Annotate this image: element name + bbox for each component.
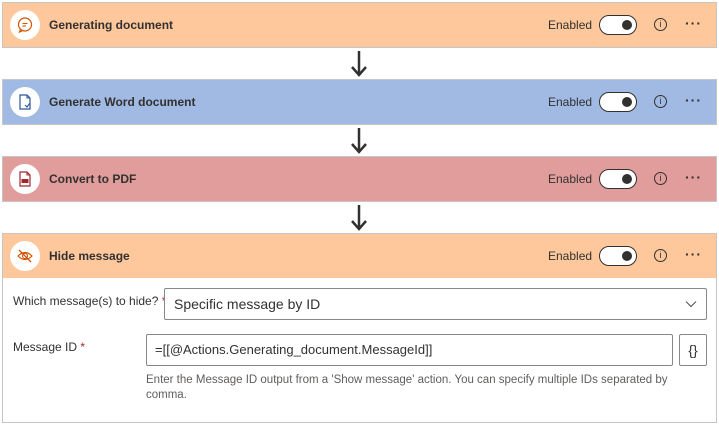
step-title: Generate Word document <box>49 95 196 109</box>
step-title: Convert to PDF <box>49 172 137 186</box>
step-header[interactable]: Hide message Enabled i ··· <box>3 234 716 278</box>
message-id-input[interactable]: =[[@Actions.Generating_document.MessageI… <box>146 334 673 366</box>
which-message-label-text: Which message(s) to hide? <box>13 294 159 308</box>
more-options-icon[interactable]: ··· <box>685 15 702 31</box>
info-icon[interactable]: i <box>654 18 667 31</box>
info-icon[interactable]: i <box>654 95 667 108</box>
toggle-knob <box>622 251 632 261</box>
step-title: Generating document <box>49 18 174 32</box>
step-card-convert-to-pdf: Convert to PDF Enabled i ··· <box>2 156 717 202</box>
message-id-label: Message ID * <box>13 340 85 354</box>
enabled-toggle[interactable] <box>599 246 637 266</box>
enabled-toggle[interactable] <box>599 15 637 35</box>
chat-bubble-icon <box>10 10 40 40</box>
toggle-knob <box>622 20 632 30</box>
enabled-toggle[interactable] <box>599 169 637 189</box>
step-card-hide-message: Hide message Enabled i ··· Which message… <box>2 233 717 423</box>
arrow-down-icon <box>351 128 367 154</box>
enabled-label: Enabled <box>548 172 593 186</box>
step-body: Which message(s) to hide? * Specific mes… <box>3 278 716 422</box>
toggle-knob <box>622 174 632 184</box>
step-card-generating-document: Generating document Enabled i ··· <box>2 2 717 48</box>
enabled-label: Enabled <box>548 18 593 32</box>
step-title: Hide message <box>49 249 130 263</box>
word-document-icon <box>10 87 40 117</box>
more-options-icon[interactable]: ··· <box>685 246 702 262</box>
info-icon[interactable]: i <box>654 249 667 262</box>
enabled-toggle[interactable] <box>599 92 637 112</box>
step-header[interactable]: Generating document Enabled i ··· <box>3 3 716 47</box>
step-card-generate-word-document: Generate Word document Enabled i ··· <box>2 79 717 125</box>
toggle-knob <box>622 97 632 107</box>
which-message-label: Which message(s) to hide? * <box>13 294 166 308</box>
which-message-selected-value: Specific message by ID <box>174 296 321 312</box>
step-header[interactable]: Convert to PDF Enabled i ··· <box>3 157 716 201</box>
which-message-dropdown[interactable]: Specific message by ID <box>164 288 707 320</box>
step-header[interactable]: Generate Word document Enabled i ··· <box>3 80 716 124</box>
message-id-label-text: Message ID <box>13 340 78 354</box>
arrow-down-icon <box>351 51 367 77</box>
more-options-icon[interactable]: ··· <box>685 92 702 108</box>
chevron-down-icon <box>685 301 697 308</box>
hidden-eye-icon <box>10 241 40 271</box>
expression-editor-button[interactable]: {} <box>679 334 707 366</box>
enabled-label: Enabled <box>548 249 593 263</box>
required-marker: * <box>80 340 86 354</box>
enabled-label: Enabled <box>548 95 593 109</box>
more-options-icon[interactable]: ··· <box>685 169 702 185</box>
message-id-hint: Enter the Message ID output from a 'Show… <box>146 374 668 401</box>
info-icon[interactable]: i <box>654 172 667 185</box>
arrow-down-icon <box>351 205 367 231</box>
pdf-file-icon <box>10 164 40 194</box>
